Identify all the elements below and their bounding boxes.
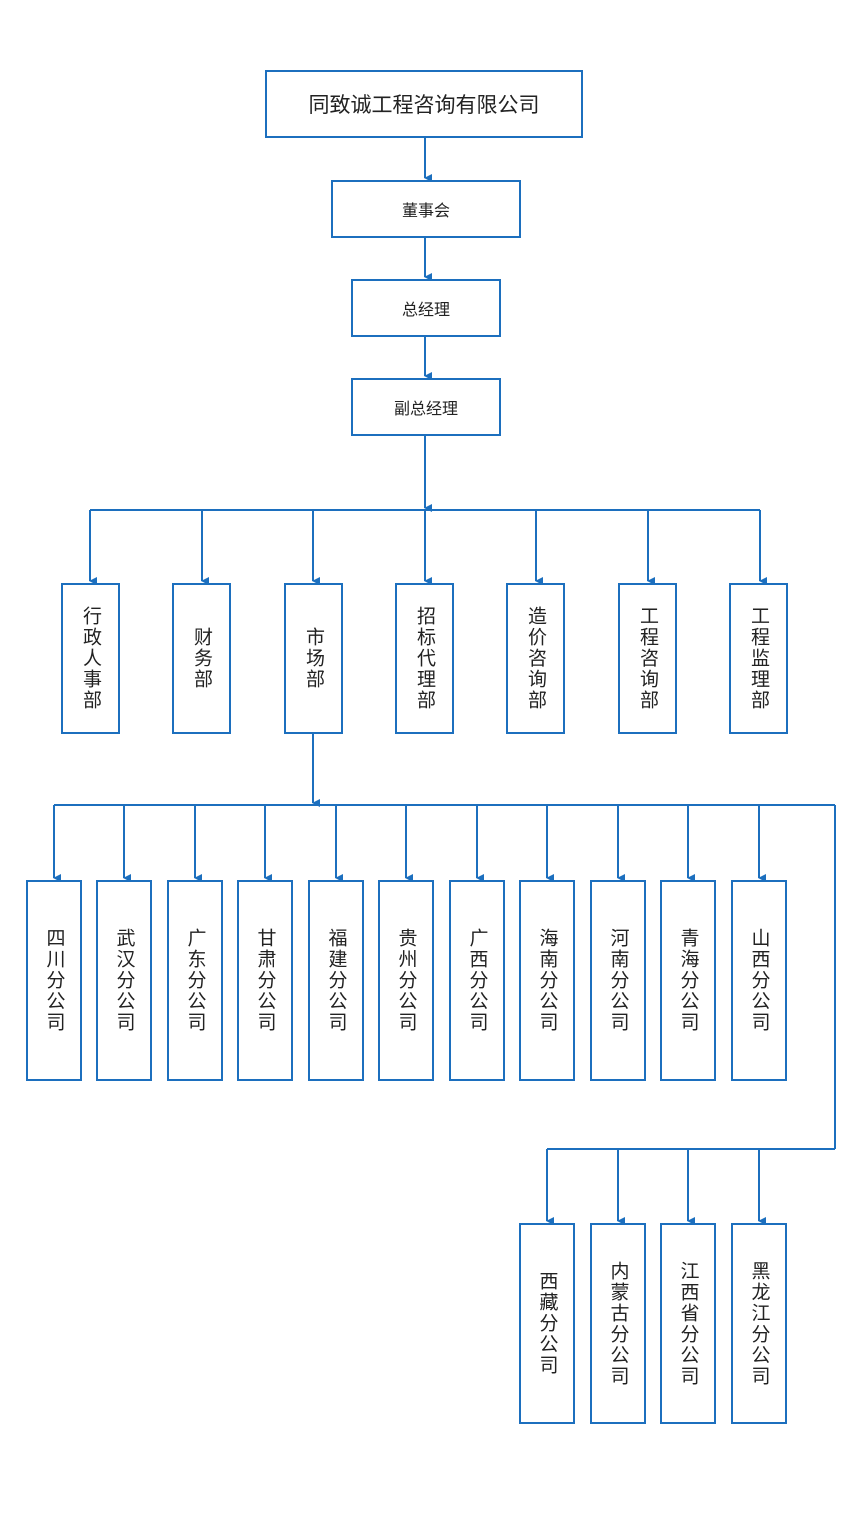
dept-admin-hr: 行政人事部 [61, 583, 120, 734]
vice-general-manager-label: 副总经理 [393, 399, 458, 418]
branch-label: 广西分公司 [466, 928, 489, 1033]
dept-engineering-consulting: 工程咨询部 [618, 583, 677, 734]
branch-label: 青海分公司 [677, 928, 700, 1033]
branch-label: 内蒙古分公司 [607, 1260, 630, 1387]
branch-label: 河南分公司 [607, 928, 630, 1033]
branch-label: 西藏分公司 [536, 1271, 559, 1376]
branch-sichuan: 四川分公司 [26, 880, 82, 1081]
branch-guangxi: 广西分公司 [449, 880, 505, 1081]
branch-label: 江西省分公司 [677, 1260, 700, 1387]
branch-inner-mongolia: 内蒙古分公司 [590, 1223, 646, 1424]
vice-general-manager-box: 副总经理 [351, 378, 501, 436]
board-box: 董事会 [331, 180, 521, 238]
dept-label: 工程咨询部 [637, 606, 659, 711]
dept-bidding-agency: 招标代理部 [395, 583, 454, 734]
company-box: 同致诚工程咨询有限公司 [265, 70, 583, 138]
branch-gansu: 甘肃分公司 [237, 880, 293, 1081]
board-label: 董事会 [401, 201, 450, 220]
branch-guangdong: 广东分公司 [167, 880, 223, 1081]
branch-label: 黑龙江分公司 [748, 1260, 771, 1387]
branch-tibet: 西藏分公司 [519, 1223, 575, 1424]
branch-shanxi: 山西分公司 [731, 880, 787, 1081]
dept-marketing: 市场部 [284, 583, 343, 734]
dept-label: 财务部 [191, 627, 213, 690]
branch-label: 广东分公司 [184, 928, 207, 1033]
general-manager-label: 总经理 [401, 300, 450, 319]
company-label: 同致诚工程咨询有限公司 [308, 93, 540, 117]
dept-label: 造价咨询部 [525, 606, 547, 711]
dept-cost-consulting: 造价咨询部 [506, 583, 565, 734]
branch-label: 甘肃分公司 [254, 928, 277, 1033]
branch-label: 山西分公司 [748, 928, 771, 1033]
branch-hainan: 海南分公司 [519, 880, 575, 1081]
dept-label: 招标代理部 [414, 606, 436, 711]
dept-engineering-supervision: 工程监理部 [729, 583, 788, 734]
branch-heilongjiang: 黑龙江分公司 [731, 1223, 787, 1424]
branch-guizhou: 贵州分公司 [378, 880, 434, 1081]
branch-henan: 河南分公司 [590, 880, 646, 1081]
branch-label: 海南分公司 [536, 928, 559, 1033]
branch-label: 武汉分公司 [113, 928, 136, 1033]
branch-label: 四川分公司 [43, 928, 66, 1033]
dept-finance: 财务部 [172, 583, 231, 734]
dept-label: 市场部 [303, 627, 325, 690]
branch-wuhan: 武汉分公司 [96, 880, 152, 1081]
branch-fujian: 福建分公司 [308, 880, 364, 1081]
branch-qinghai: 青海分公司 [660, 880, 716, 1081]
dept-label: 行政人事部 [80, 606, 102, 711]
dept-label: 工程监理部 [748, 606, 770, 711]
general-manager-box: 总经理 [351, 279, 501, 337]
branch-label: 福建分公司 [325, 928, 348, 1033]
branch-label: 贵州分公司 [395, 928, 418, 1033]
branch-jiangxi: 江西省分公司 [660, 1223, 716, 1424]
